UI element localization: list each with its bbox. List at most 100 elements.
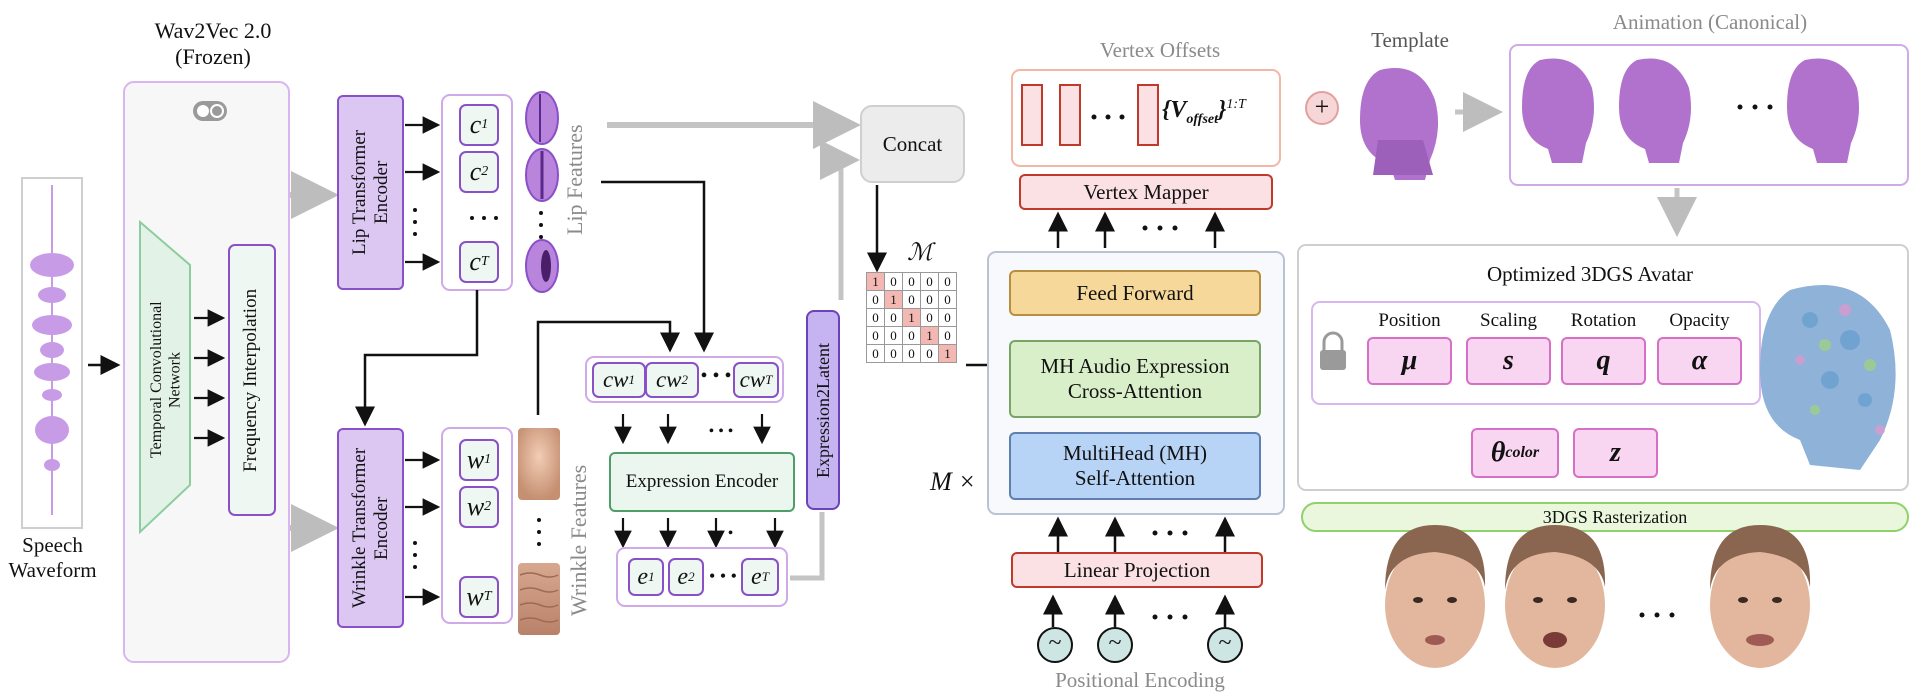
mask-cell: 1	[920, 326, 939, 345]
mask-cell: 0	[884, 308, 903, 327]
tcn-label: Temporal Convolutional Network	[148, 301, 184, 459]
freq-interp-label: Frequency Interpolation	[240, 288, 261, 472]
rasterization-label: 3DGS Rasterization	[1542, 507, 1688, 527]
e-ellipsis: • • •	[709, 566, 737, 586]
mask-cell: 1	[884, 290, 903, 309]
m-times-label: M ×	[930, 467, 976, 496]
self-attention: MultiHead (MH)Self-Attention	[1009, 432, 1261, 500]
mask-cell: 0	[884, 326, 903, 345]
lip-encoder: Lip Transformer Encoder	[337, 95, 404, 290]
cw-ellipsis: • • •	[700, 365, 732, 387]
linear-projection: Linear Projection	[1011, 552, 1263, 588]
toggle-icon	[193, 101, 227, 121]
param-header-opacity: Opacity	[1669, 310, 1730, 331]
vertex-mapper: Vertex Mapper	[1019, 174, 1273, 210]
animation-label: Animation (Canonical)	[1612, 10, 1808, 34]
pe-symbol-1: ~	[1048, 630, 1062, 656]
template-label: Template	[1371, 28, 1449, 52]
gaussian-head-icon	[1760, 285, 1896, 470]
mask-cell: 0	[866, 290, 885, 309]
mask-cell: 0	[938, 326, 957, 345]
param-header-rotation: Rotation	[1570, 310, 1637, 331]
wav2vec-subtitle: (Frozen)	[175, 44, 251, 69]
concat-box: Concat	[860, 105, 965, 183]
mask-cell: 0	[938, 308, 957, 327]
feed-forward: Feed Forward	[1009, 270, 1261, 316]
wav2vec-block	[123, 81, 290, 663]
pe-symbol-2: ~	[1108, 630, 1122, 656]
skin-wrinkle-icon	[518, 428, 560, 635]
avatar-title: Optimized 3DGS Avatar	[1486, 262, 1694, 286]
plus-symbol: +	[1314, 92, 1330, 121]
mask-cell: 0	[938, 290, 957, 309]
mask-cell: 1	[866, 272, 885, 291]
speech-label-2: Waveform	[8, 558, 97, 582]
param-rotation: q	[1561, 337, 1646, 385]
expression2latent: Expression2Latent	[806, 310, 840, 510]
param-header-position: Position	[1378, 310, 1441, 331]
wrinkle-features-label: Wrinkle Features	[566, 464, 591, 616]
expression-encoder: Expression Encoder	[609, 452, 795, 512]
wrinkle-encoder: Wrinkle Transformer Encoder	[337, 428, 404, 628]
face-photo-icon	[1385, 525, 1811, 668]
wrinkle-encoder-label: Wrinkle Transformer Encoder	[348, 447, 392, 609]
freq-interp-box	[228, 244, 276, 516]
mask-cell: 1	[902, 308, 921, 327]
lip-encoder-label: Lip Transformer Encoder	[348, 129, 392, 256]
lock-icon	[1320, 331, 1346, 370]
mask-cell: 0	[866, 308, 885, 327]
param-scaling: s	[1466, 337, 1551, 385]
tcn-shape	[139, 219, 191, 535]
cw-arrow-ellipsis: • • •	[708, 423, 734, 440]
mask-cell: 0	[866, 344, 885, 363]
wav2vec-title: Wav2Vec 2.0	[154, 18, 272, 43]
mask-cell: 0	[920, 308, 939, 327]
lip-features-label: Lip Features	[562, 124, 587, 236]
speech-label-1: Speech	[22, 533, 83, 557]
mask-cell: 0	[884, 272, 903, 291]
param-opacity: α	[1657, 337, 1742, 385]
mask-cell: 0	[902, 344, 921, 363]
mask-cell: 0	[902, 326, 921, 345]
param-z: z	[1573, 428, 1658, 478]
mask-cell: 1	[938, 344, 957, 363]
positional-encoding-circles	[1037, 627, 1243, 663]
head-mesh-icon	[1360, 68, 1439, 180]
positional-encoding-label: Positional Encoding	[1055, 668, 1225, 692]
mask-cell: 0	[920, 272, 939, 291]
mask-symbol: ℳ	[907, 240, 933, 266]
vertex-offsets-title: Vertex Offsets	[1099, 38, 1221, 62]
mask-cell: 0	[920, 290, 939, 309]
head-mesh-icon	[1522, 58, 1859, 163]
param-position: μ	[1367, 337, 1452, 385]
mask-cell: 0	[938, 272, 957, 291]
lip-icon	[525, 91, 559, 293]
mask-cell: 0	[902, 272, 921, 291]
mask-cell: 0	[884, 344, 903, 363]
mask-cell: 0	[866, 326, 885, 345]
mask-cell: 0	[920, 344, 939, 363]
param-header-scaling: Scaling	[1480, 310, 1537, 331]
mask-cell: 0	[902, 290, 921, 309]
